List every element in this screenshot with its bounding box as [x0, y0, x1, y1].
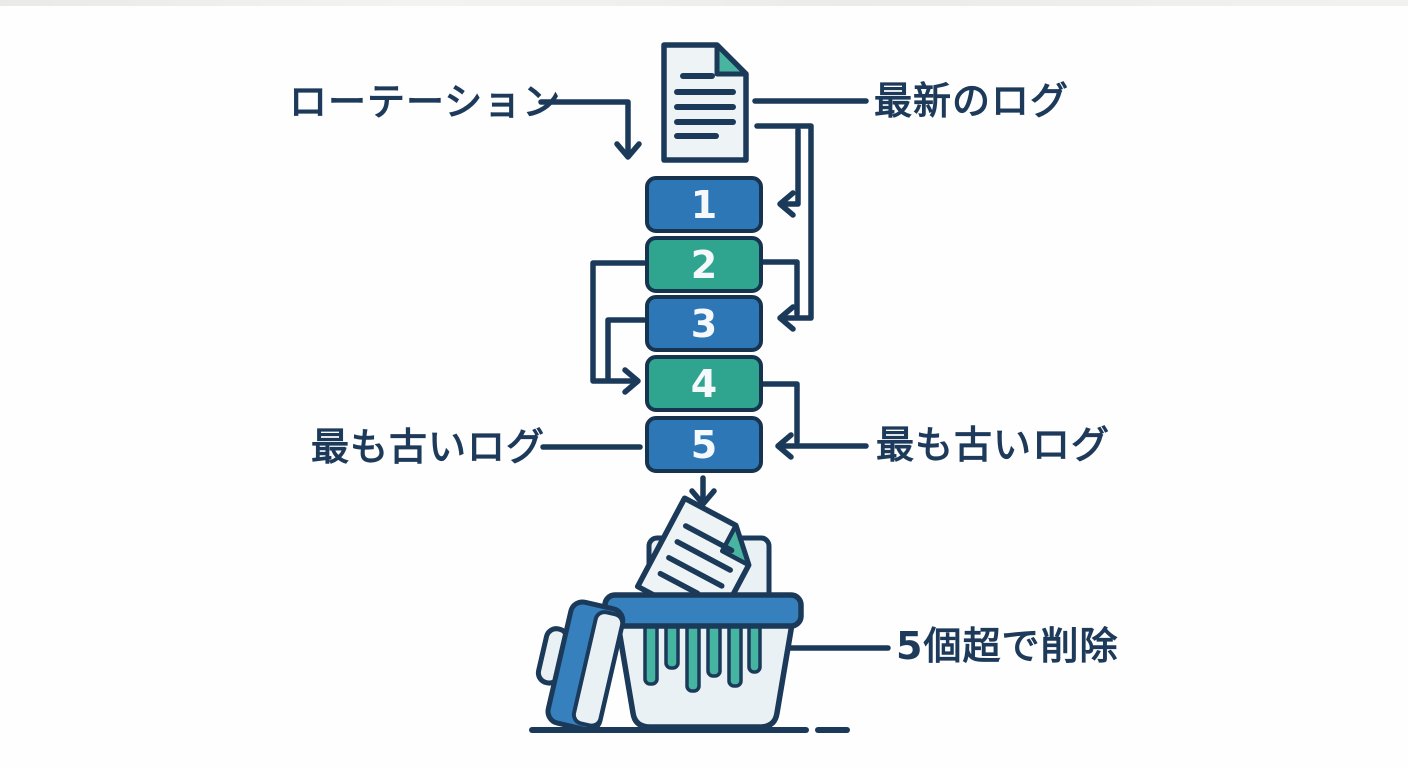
log-slot-2: 2 [645, 236, 763, 293]
trash-shredder-icon [529, 495, 850, 733]
oldest-log-right-label: 最も古いログ [876, 423, 1111, 467]
document-icon [661, 42, 749, 163]
log-slot-3: 3 [645, 295, 763, 352]
delete-over-five-label: 5個超で削除 [896, 624, 1119, 668]
log-slot-1: 1 [645, 176, 763, 233]
document-fold-corner [714, 42, 749, 77]
rotation-arrows [538, 98, 891, 651]
document-text-lines [674, 73, 736, 139]
bin-lid [535, 599, 626, 733]
arrow-doc-to-slot1 [777, 127, 801, 218]
log-slot-4: 4 [645, 355, 763, 412]
arrow-slot2-right-bracket [760, 259, 800, 317]
bin-rim [602, 592, 804, 629]
latest-log-label: 最新のログ [874, 79, 1070, 123]
top-edge-artifact [0, 0, 1408, 6]
arrow-slot4-to-slot5 [760, 381, 800, 445]
log-slot-5: 5 [645, 416, 763, 473]
rotation-label-arrow [538, 99, 642, 160]
rotation-label: ローテーション [289, 80, 562, 124]
arrow-slot3-left-bracket [605, 317, 647, 381]
oldest-log-left-label: 最も古いログ [311, 425, 546, 469]
arrow-slot2-to-slot4 [590, 260, 647, 395]
arrow-doc-to-slot3 [754, 123, 814, 332]
